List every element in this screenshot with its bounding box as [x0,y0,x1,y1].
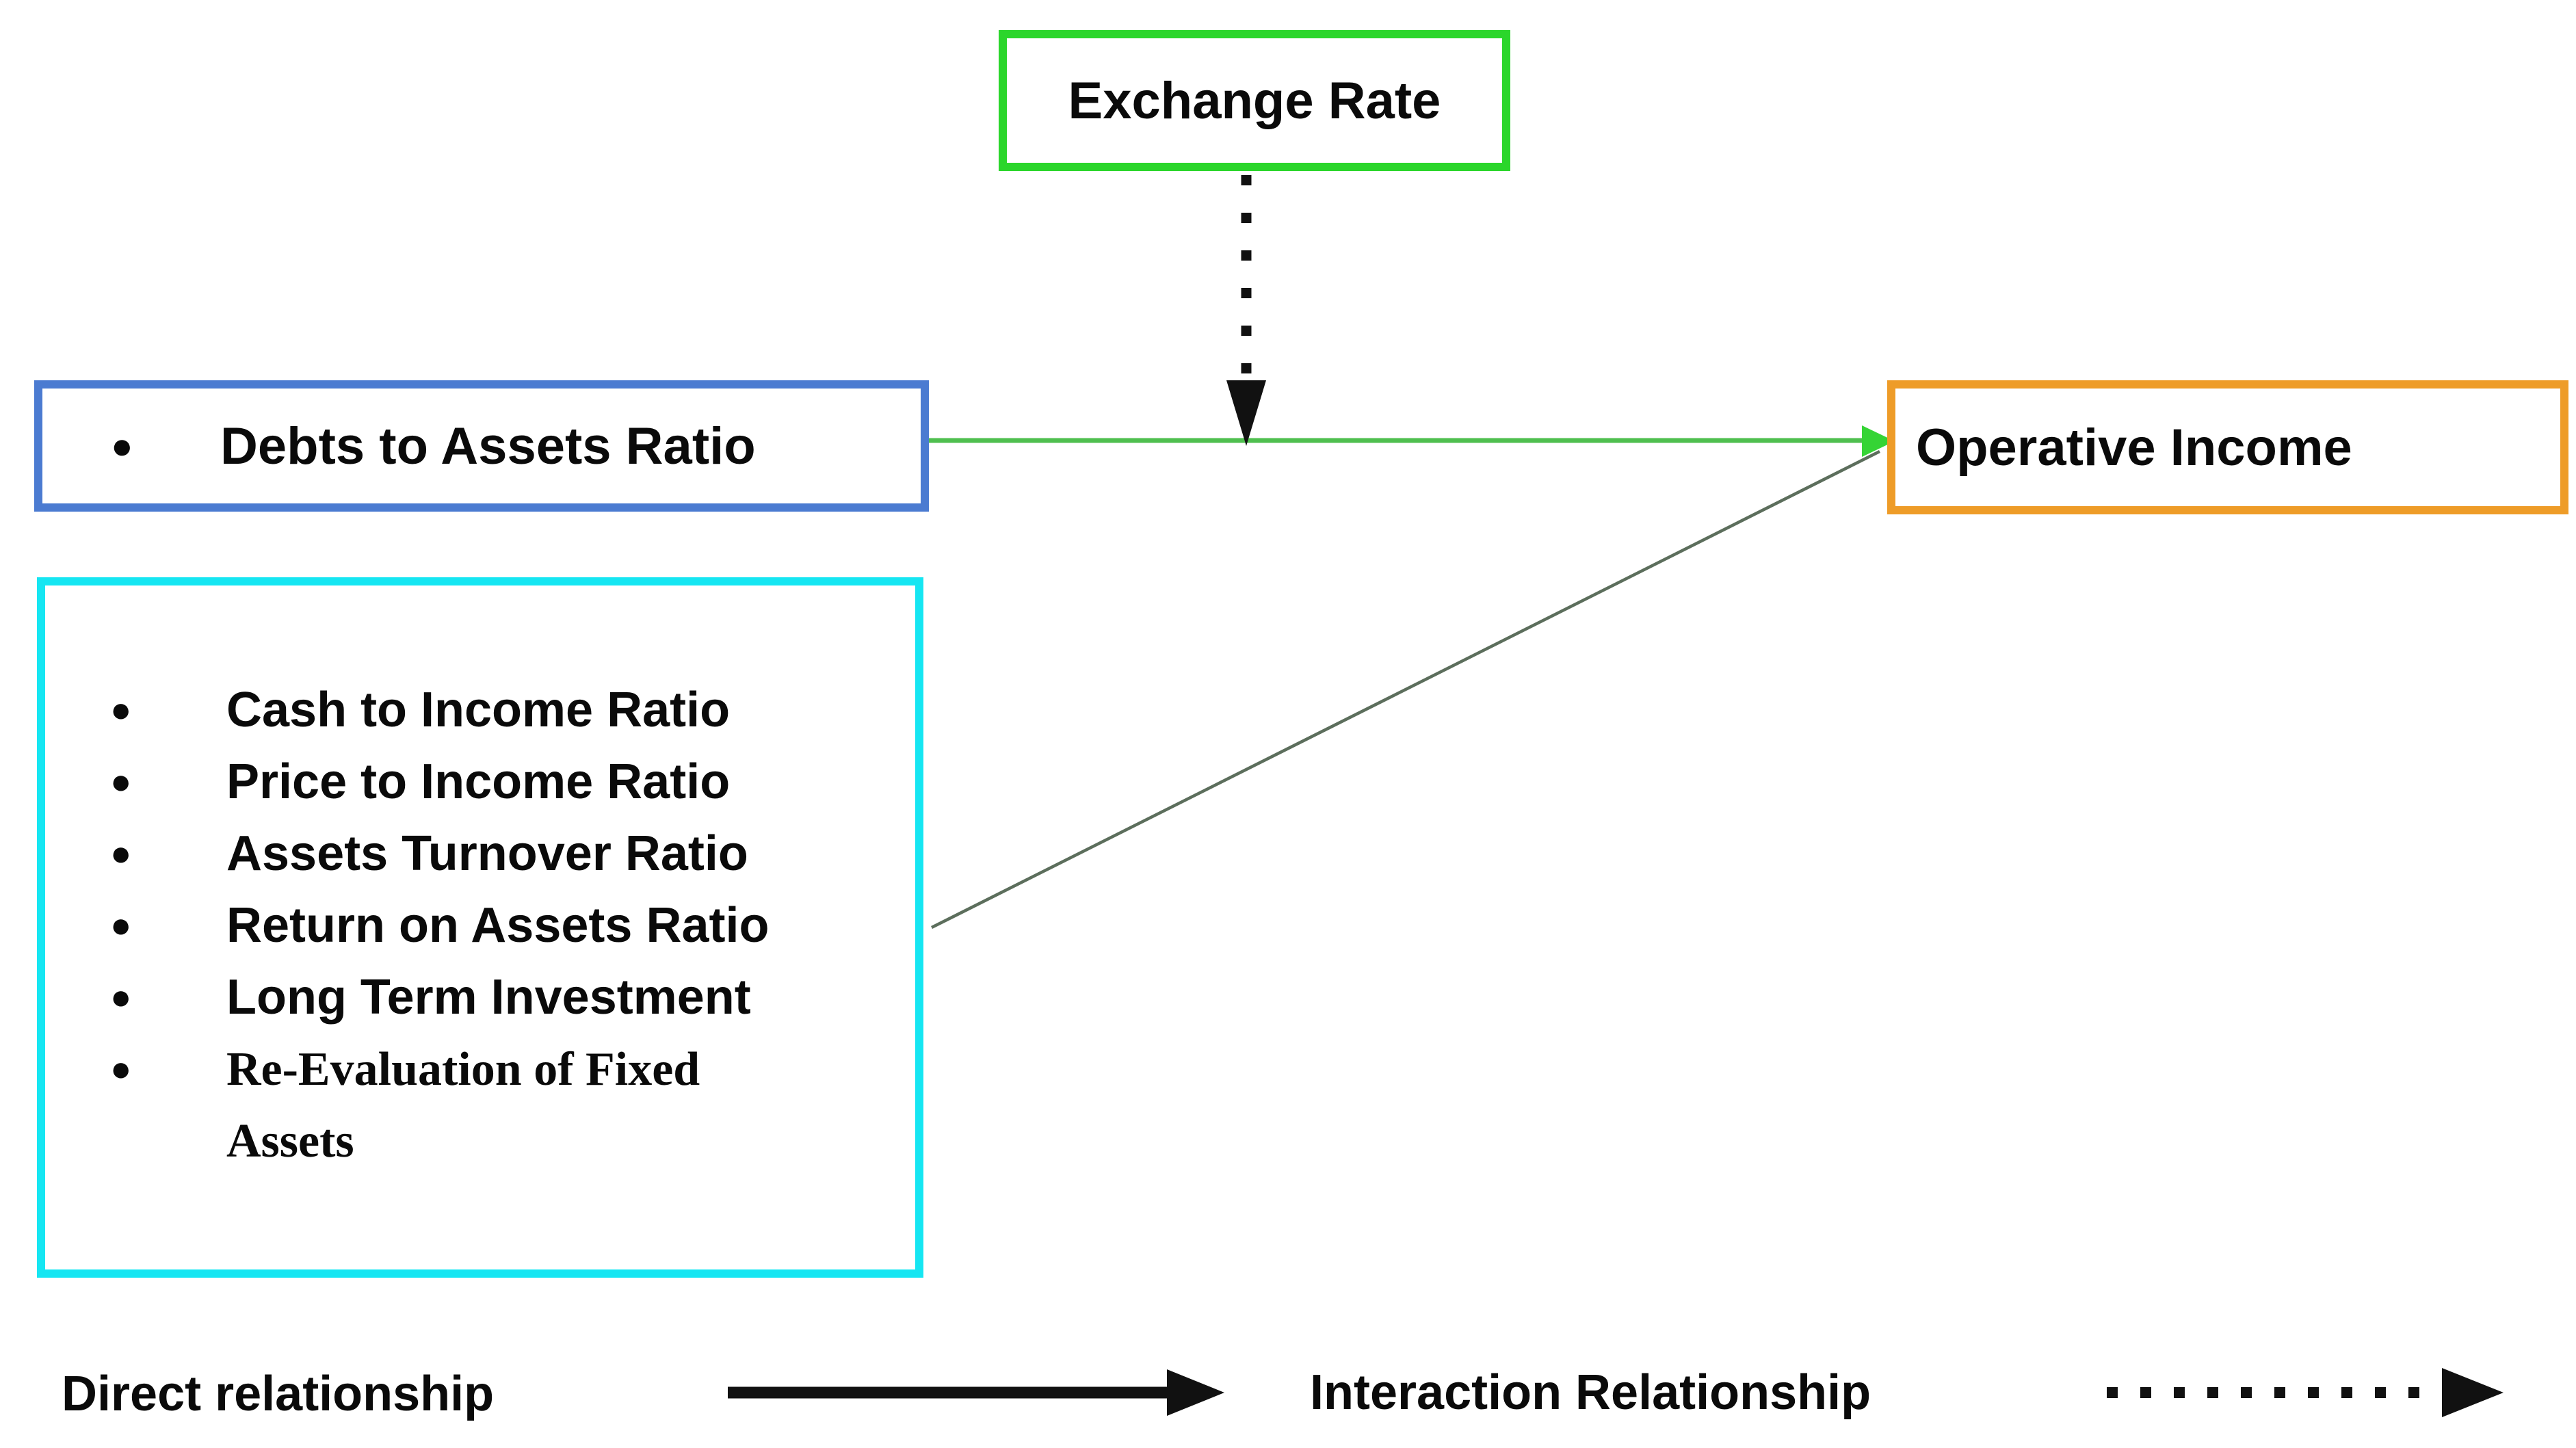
list-item-label: Assets Turnover Ratio [226,826,748,881]
list-item: ● Return on Assets Ratio [45,890,915,962]
direct-edge-arrowhead-icon [1862,425,1895,457]
list-item: ● Cash to Income Ratio [45,674,915,746]
legend-interaction-arrowhead-icon [2442,1368,2503,1417]
ratio-list: ● Cash to Income Ratio ● Price to Income… [45,585,915,1177]
operative-income-node: Operative Income [1887,380,2568,514]
list-item: ● Re-Evaluation of Fixed Assets [45,1034,915,1177]
bullet-icon: ● [110,977,132,1017]
list-item: ● Price to Income Ratio [45,746,915,818]
bullet-icon: ● [110,906,132,945]
operative-income-label: Operative Income [1916,418,2352,477]
debts-to-assets-node: ● Debts to Assets Ratio [34,380,929,512]
debts-to-assets-label: Debts to Assets Ratio [220,417,756,475]
list-item-label: Return on Assets Ratio [226,898,770,953]
bullet-icon: ● [111,425,133,466]
list-item-label: Re-Evaluation of Fixed Assets [226,1043,700,1168]
list-item: ● Assets Turnover Ratio [45,818,915,890]
list-item-label: Long Term Investment [226,970,751,1025]
ratio-list-node: ● Cash to Income Ratio ● Price to Income… [37,577,923,1278]
list-item-label: Price to Income Ratio [226,754,731,809]
direct-edge-ratios-to-operative [930,449,1881,930]
exchange-rate-label: Exchange Rate [1068,71,1441,130]
exchange-rate-node: Exchange Rate [999,30,1510,171]
bullet-icon: ● [110,834,132,873]
bullet-icon: ● [110,690,132,730]
list-item: ● Long Term Investment [45,962,915,1034]
bullet-icon: ● [110,1050,132,1089]
interaction-edge-arrowhead-icon [1226,380,1266,446]
legend-direct-label: Direct relationship [62,1367,495,1421]
list-item-label: Cash to Income Ratio [226,683,731,737]
legend-direct-arrowhead-icon [1167,1369,1224,1416]
bullet-icon: ● [110,762,132,802]
legend-interaction-label: Interaction Relationship [1310,1365,1871,1420]
